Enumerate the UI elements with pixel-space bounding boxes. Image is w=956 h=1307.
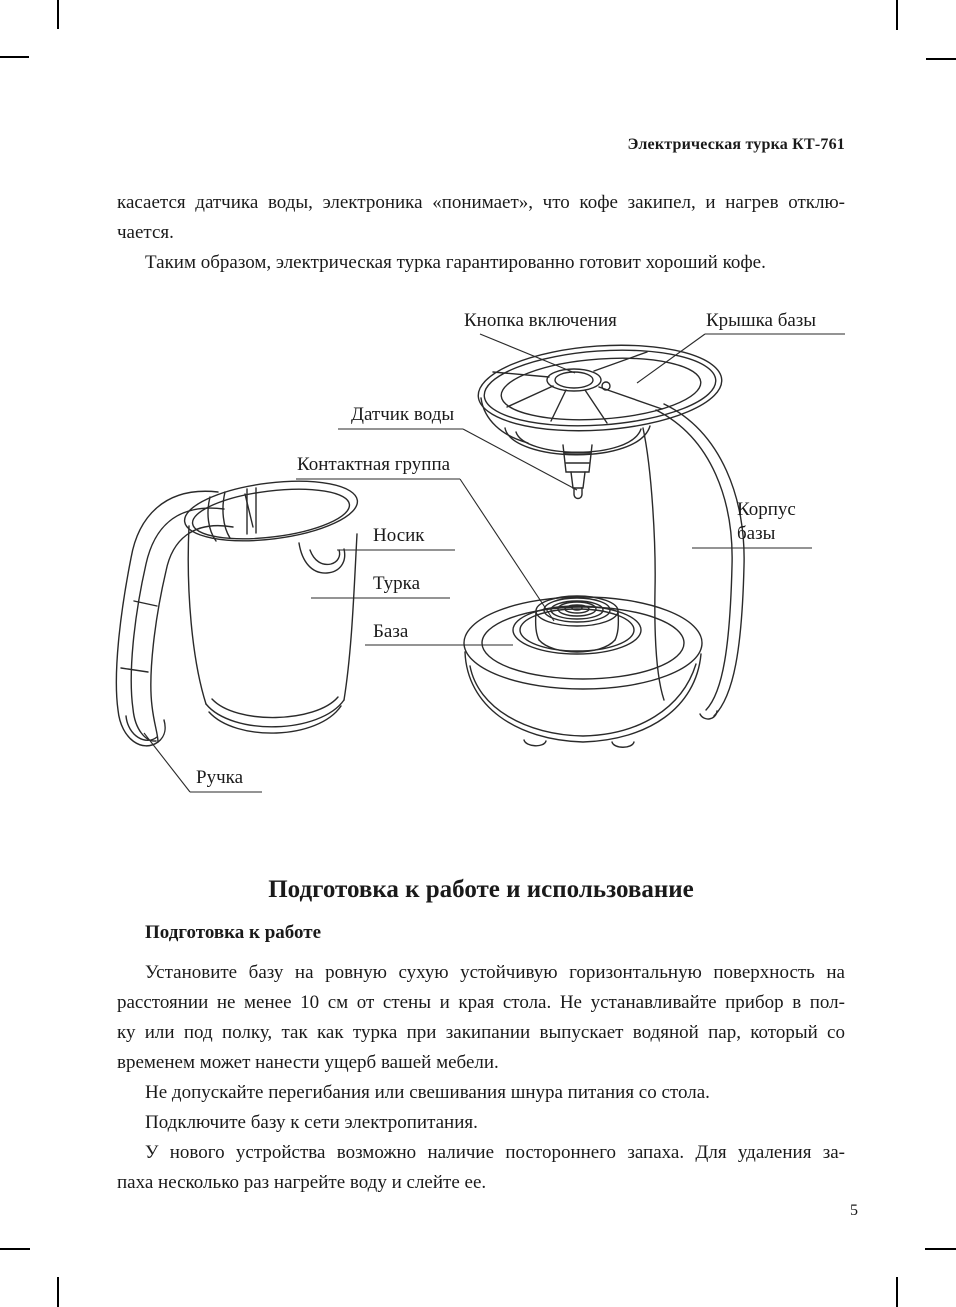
section-title: Подготовка к работе и использование	[268, 876, 694, 903]
body-paragraphs: Установите базу на ровную сухую устойчив…	[117, 958, 845, 1198]
text-line: временем может нанести ущерб вашей мебел…	[117, 1052, 499, 1073]
label-turka: Турка	[373, 573, 421, 594]
text-line: паха несколько раз нагрейте воду и слейт…	[117, 1172, 487, 1193]
text-line: У нового устройства возможно наличие пос…	[145, 1142, 845, 1163]
label-spout: Носик	[373, 525, 425, 546]
label-base-body: Корпус базы	[737, 498, 796, 546]
text-line: касается датчика воды, электроника «пони…	[117, 192, 845, 213]
label-base-body-line1: Корпус	[737, 499, 796, 520]
crop-mark-bottom-left-v	[57, 1277, 59, 1307]
label-power-button: Кнопка включения	[464, 310, 617, 331]
label-base: База	[373, 621, 409, 642]
crop-mark-bottom-right-h	[925, 1248, 956, 1250]
subsection-title: Подготовка к работе	[145, 922, 322, 943]
crop-mark-bottom-right-v	[896, 1277, 898, 1307]
crop-mark-top-right-h	[926, 58, 956, 60]
label-handle: Ручка	[196, 767, 243, 788]
text-line: чается.	[117, 222, 174, 243]
crop-mark-top-left-v	[57, 0, 59, 29]
intro-paragraphs: касается датчика воды, электроника «пони…	[117, 188, 845, 278]
text-line: расстоянии не менее 10 см от стены и кра…	[117, 992, 845, 1013]
device-diagram	[115, 333, 845, 793]
crop-mark-top-left-h	[0, 56, 29, 58]
text-line: Не допускайте перегибания или свешивания…	[145, 1082, 710, 1103]
running-header: Электрическая турка КТ-761	[627, 136, 845, 153]
label-base-lid: Крышка базы	[706, 310, 817, 331]
page-number: 5	[850, 1202, 858, 1219]
turka-drawing	[115, 480, 359, 747]
crop-mark-bottom-left-h	[0, 1248, 30, 1250]
text-line: Таким образом, электрическая турка гаран…	[145, 252, 766, 273]
base-unit-drawing	[463, 344, 745, 748]
text-line: ку или под полку, так как турка при заки…	[117, 1022, 845, 1043]
text-line: Подключите базу к сети электропитания.	[145, 1112, 478, 1133]
label-base-body-line2: базы	[737, 523, 776, 544]
crop-mark-top-right-v	[896, 0, 898, 30]
text-line: Установите базу на ровную сухую устойчив…	[145, 962, 845, 983]
label-contact-group: Контактная группа	[297, 454, 451, 475]
label-water-sensor: Датчик воды	[351, 404, 455, 425]
callout-lines	[143, 333, 845, 793]
